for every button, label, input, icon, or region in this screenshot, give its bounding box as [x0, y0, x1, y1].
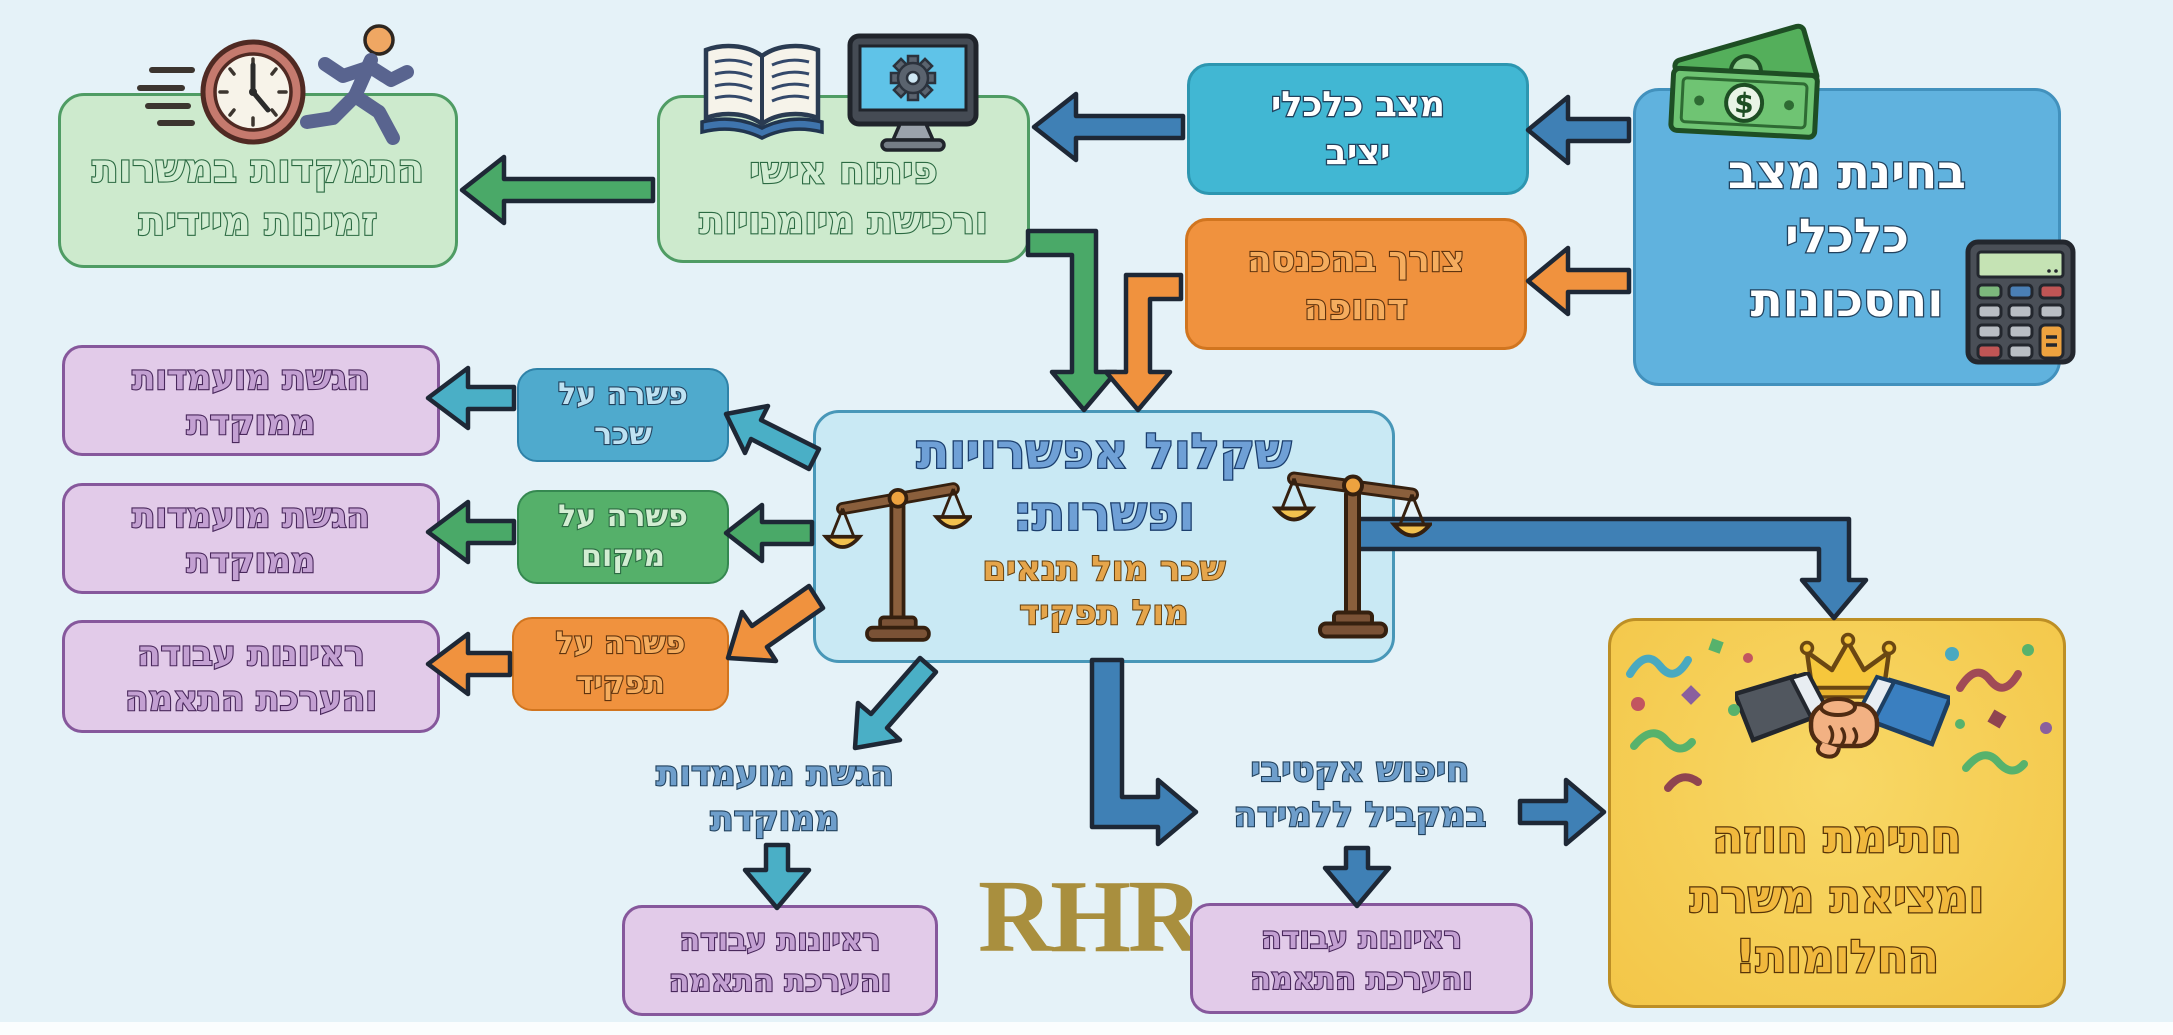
node-interviews-1: ראיונות עבודה והערכת התאמה: [62, 620, 440, 733]
node-apply-focused-2: הגשת מועמדות ממוקדת: [62, 483, 440, 594]
node-label: דחופה: [1303, 287, 1409, 329]
scale-left-icon: [822, 482, 972, 642]
node-label: התמקדות במשרות: [91, 146, 425, 193]
node-label: והערכת התאמה: [668, 962, 892, 999]
arrow-central-to-location: [723, 502, 815, 564]
node-location-compromise: פשרה על מיקום: [517, 490, 729, 584]
node-label: צורך בהכנסה: [1246, 239, 1465, 281]
node-label: פיתוח אישי: [748, 148, 939, 193]
svg-text:$: $: [1733, 86, 1754, 120]
calculator-icon: [1965, 239, 2076, 365]
speeding-clock-icon: [137, 39, 306, 145]
node-salary-compromise: פשרה על שכר: [517, 368, 729, 462]
arrow-location-to-apply2: [425, 499, 517, 565]
node-interviews-2: ראיונות עבודה והערכת התאמה: [622, 905, 938, 1016]
arrow-active-search-to-interviews3: [1322, 845, 1392, 909]
node-label: והערכת התאמה: [1249, 960, 1473, 997]
node-label: ורכישת מיומנויות: [698, 198, 989, 243]
node-label: וחסכונות: [1749, 272, 1944, 330]
node-label: ראיונות עבודה: [136, 632, 366, 674]
confetti-left-icon: [1626, 638, 1753, 792]
node-label: ומציאת משרת: [1689, 869, 1986, 925]
label-apply-focused: הגשת מועמדות ממוקדת: [655, 753, 895, 840]
node-label: והערכת התאמה: [124, 677, 378, 719]
node-label: ראיונות עבודה: [1260, 919, 1463, 956]
node-role-compromise: פשרה על תפקיד: [512, 617, 729, 711]
arrow-development-to-immediate: [459, 154, 656, 226]
node-label: כלכלי: [1784, 208, 1911, 266]
node-title: שקלול אפשרויות: [915, 423, 1292, 482]
node-label: הגשת מועמדות: [131, 494, 371, 536]
letterbox-strip: [0, 1022, 2173, 1035]
arrow-role-to-interviews1: [425, 631, 513, 697]
node-subtitle: מול תפקיד: [1018, 592, 1189, 634]
open-book-icon: [700, 43, 824, 140]
node-label: חתימת חוזה: [1711, 809, 1963, 865]
rhr-logo: RHR: [978, 859, 1203, 974]
arrow-stable-to-development: [1031, 91, 1186, 163]
node-apply-focused-1: הגשת מועמדות ממוקדת: [62, 345, 440, 456]
scale-right-icon: [1272, 471, 1432, 639]
node-label: הגשת מועמדות: [131, 356, 371, 398]
node-urgent-income: צורך בהכנסה דחופה: [1185, 218, 1527, 350]
node-label: זמינות מיידית: [137, 199, 378, 246]
node-subtitle: שכר מול תנאים: [981, 548, 1226, 590]
node-label: תפקיד: [575, 665, 666, 702]
computer-gear-icon: [847, 33, 979, 152]
confetti-right-icon: [1945, 644, 2052, 775]
arrow-development-to-central: [1025, 228, 1119, 413]
node-label: בחינת מצב: [1727, 144, 1968, 202]
node-interviews-3: ראיונות עבודה והערכת התאמה: [1190, 903, 1533, 1014]
node-label: שכר: [593, 416, 653, 453]
node-label: מיקום: [580, 538, 666, 575]
node-label: יציב: [1324, 132, 1391, 175]
arrow-apply-label-to-interviews2: [742, 842, 812, 911]
node-label: החלומות!: [1734, 929, 1940, 985]
arrow-central-to-salary: [723, 403, 822, 472]
node-label: ראיונות עבודה: [679, 921, 882, 958]
node-label: פשרה על: [555, 625, 687, 662]
node-title: ופשרות:: [1012, 485, 1196, 544]
node-label: ממוקדת: [185, 539, 316, 581]
arrow-urgent-to-central: [1103, 272, 1184, 413]
node-label: פשרה על: [557, 498, 689, 535]
arrow-central-to-apply-label: [852, 655, 939, 751]
node-label: מצב כלכלי: [1270, 84, 1447, 127]
node-label: פשרה על: [557, 376, 689, 413]
arrow-examine-to-urgent: [1525, 245, 1632, 317]
handshake-icon: [1735, 672, 1950, 759]
arrow-examine-to-stable: [1525, 94, 1632, 166]
node-stable-economy: מצב כלכלי יציב: [1187, 63, 1529, 195]
arrow-salary-to-apply1: [425, 365, 517, 431]
money-icon: $: [1668, 23, 1820, 140]
running-person-icon: [300, 24, 414, 145]
arrow-central-to-role: [725, 583, 826, 664]
node-label: ממוקדת: [185, 401, 316, 443]
label-active-search: חיפוש אקטיבי במקביל ללמידה: [1233, 749, 1488, 836]
